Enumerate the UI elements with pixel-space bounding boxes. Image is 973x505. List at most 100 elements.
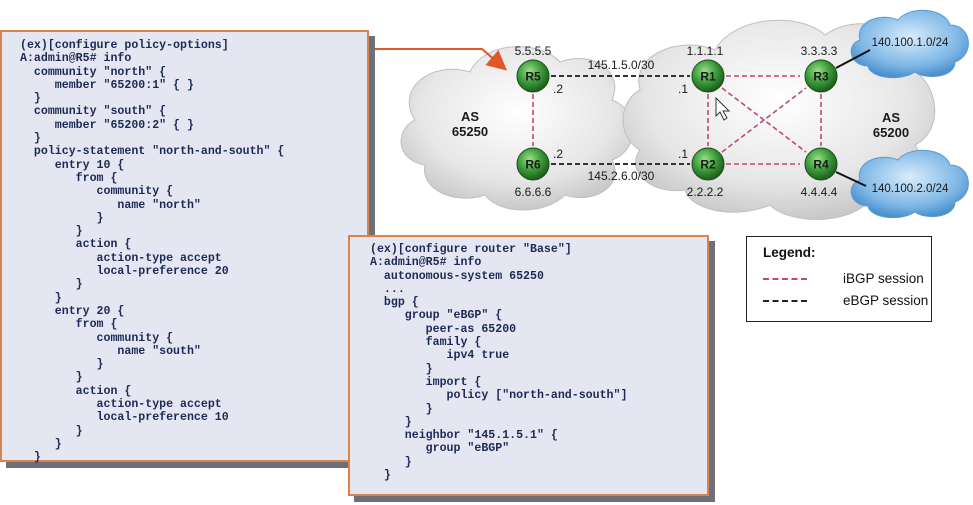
code-line: policy ["north-and-south"] — [370, 389, 628, 403]
legend: Legend: iBGP session eBGP session — [746, 236, 932, 322]
code-line: } — [20, 358, 104, 372]
code-line: } — [370, 455, 412, 469]
code-line: neighbor "145.1.5.1" { — [370, 429, 558, 443]
router-r2[interactable]: R2 — [691, 147, 725, 181]
code-line: autonomous-system 65250 — [370, 269, 544, 283]
code-line: member "65200:1" { } — [20, 78, 194, 92]
r5-r1-subnet: 145.1.5.0/30 — [588, 58, 655, 72]
code-line: peer-as 65200 — [370, 322, 517, 336]
router-r6[interactable]: R6 — [516, 147, 550, 181]
legend-ibgp-label: iBGP session — [843, 271, 924, 286]
router-r3[interactable]: R3 — [804, 59, 838, 93]
code-line: } — [370, 362, 433, 376]
router-config-panel: (ex)[configure router "Base"]A:admin@R5#… — [348, 235, 709, 496]
code-line: community { — [20, 185, 174, 199]
code-line: action-type accept — [20, 251, 222, 265]
r2-interface: .1 — [678, 147, 688, 161]
code-line: entry 20 { — [20, 304, 125, 318]
code-line: (ex)[configure policy-options] — [20, 39, 229, 52]
code-line: group "eBGP" — [370, 442, 510, 456]
as-right-label: AS — [882, 110, 900, 125]
code-line: } — [20, 437, 62, 451]
code-line: from { — [20, 171, 118, 185]
code-line: policy-statement "north-and-south" { — [20, 145, 285, 159]
r6-interface: .2 — [553, 147, 563, 161]
r6-system-ip: 6.6.6.6 — [515, 185, 552, 199]
ibgp-link-r2-r3 — [721, 87, 807, 153]
legend-title: Legend: — [763, 245, 816, 260]
code-line: } — [20, 132, 41, 146]
policy-options-code: (ex)[configure policy-options]A:admin@R5… — [2, 32, 367, 465]
ibgp-dash-icon — [763, 277, 807, 280]
code-line: ipv4 true — [370, 349, 510, 363]
code-line: bgp { — [370, 296, 419, 310]
r2-system-ip: 2.2.2.2 — [687, 185, 724, 199]
code-line: local-preference 10 — [20, 411, 229, 425]
router-r3-label: R3 — [813, 70, 829, 84]
code-line: A:admin@R5# info — [20, 52, 132, 66]
external-network-cloud-1 — [850, 9, 969, 79]
router-r4[interactable]: R4 — [804, 147, 838, 181]
r1-interface: .1 — [678, 82, 688, 96]
code-line: import { — [370, 375, 482, 389]
code-line: from { — [20, 318, 118, 332]
code-line: } — [370, 415, 412, 429]
external-network-1-label: 140.100.1.0/24 — [872, 37, 949, 49]
code-line: } — [20, 211, 104, 225]
code-line: (ex)[configure router "Base"] — [370, 243, 572, 256]
code-line: } — [20, 371, 83, 385]
code-line: local-preference 20 — [20, 265, 229, 279]
ebgp-dash-icon — [763, 299, 807, 302]
router-r4-label: R4 — [813, 158, 829, 172]
external-network-cloud-2 — [850, 149, 969, 219]
r1-system-ip: 1.1.1.1 — [687, 44, 724, 58]
r3-system-ip: 3.3.3.3 — [801, 44, 838, 58]
code-line: family { — [370, 336, 482, 350]
code-line: } — [370, 402, 433, 416]
code-line: group "eBGP" { — [370, 309, 503, 323]
legend-ebgp-label: eBGP session — [843, 293, 929, 308]
code-line: community "north" { — [20, 65, 167, 79]
router-r2-label: R2 — [700, 158, 716, 172]
as-left-label: AS — [461, 109, 479, 124]
link-r3-net1 — [835, 49, 871, 69]
legend-item-ebgp: eBGP session — [763, 293, 928, 308]
code-line: } — [20, 424, 83, 438]
code-line: } — [20, 278, 83, 292]
r4-system-ip: 4.4.4.4 — [801, 185, 838, 199]
as-left-number: 65250 — [452, 124, 488, 139]
code-line: } — [20, 291, 62, 305]
code-line: } — [20, 92, 41, 106]
code-line: A:admin@R5# info — [370, 256, 482, 270]
code-line: name "north" — [20, 198, 201, 212]
r5-interface: .2 — [553, 82, 563, 96]
router-config-code: (ex)[configure router "Base"]A:admin@R5#… — [350, 237, 707, 482]
mouse-cursor-icon — [715, 96, 731, 121]
as-65250-cloud — [400, 46, 634, 211]
external-network-2-label: 140.100.2.0/24 — [872, 183, 949, 195]
r6-r2-subnet: 145.2.6.0/30 — [588, 169, 655, 183]
callout-arrow — [372, 48, 508, 71]
code-line: action-type accept — [20, 398, 222, 412]
code-line: member "65200:2" { } — [20, 118, 194, 132]
policy-options-panel: (ex)[configure policy-options]A:admin@R5… — [0, 30, 369, 465]
code-line: action { — [20, 238, 132, 252]
router-r5[interactable]: R5 — [516, 59, 550, 93]
router-r5-label: R5 — [525, 70, 541, 84]
code-line: } — [20, 225, 83, 239]
code-line: } — [20, 451, 41, 465]
code-line: entry 10 { — [20, 158, 125, 172]
r5-system-ip: 5.5.5.5 — [515, 44, 552, 58]
router-r1[interactable]: R1 — [691, 59, 725, 93]
code-line: action { — [20, 384, 132, 398]
as-right-number: 65200 — [873, 125, 909, 140]
code-line: name "south" — [20, 344, 201, 358]
code-line: community { — [20, 331, 174, 345]
link-r4-net2 — [835, 171, 867, 187]
legend-item-ibgp: iBGP session — [763, 271, 924, 286]
code-line: } — [370, 469, 391, 483]
code-line: community "south" { — [20, 105, 167, 119]
code-line: ... — [370, 282, 405, 296]
router-r6-label: R6 — [525, 158, 541, 172]
